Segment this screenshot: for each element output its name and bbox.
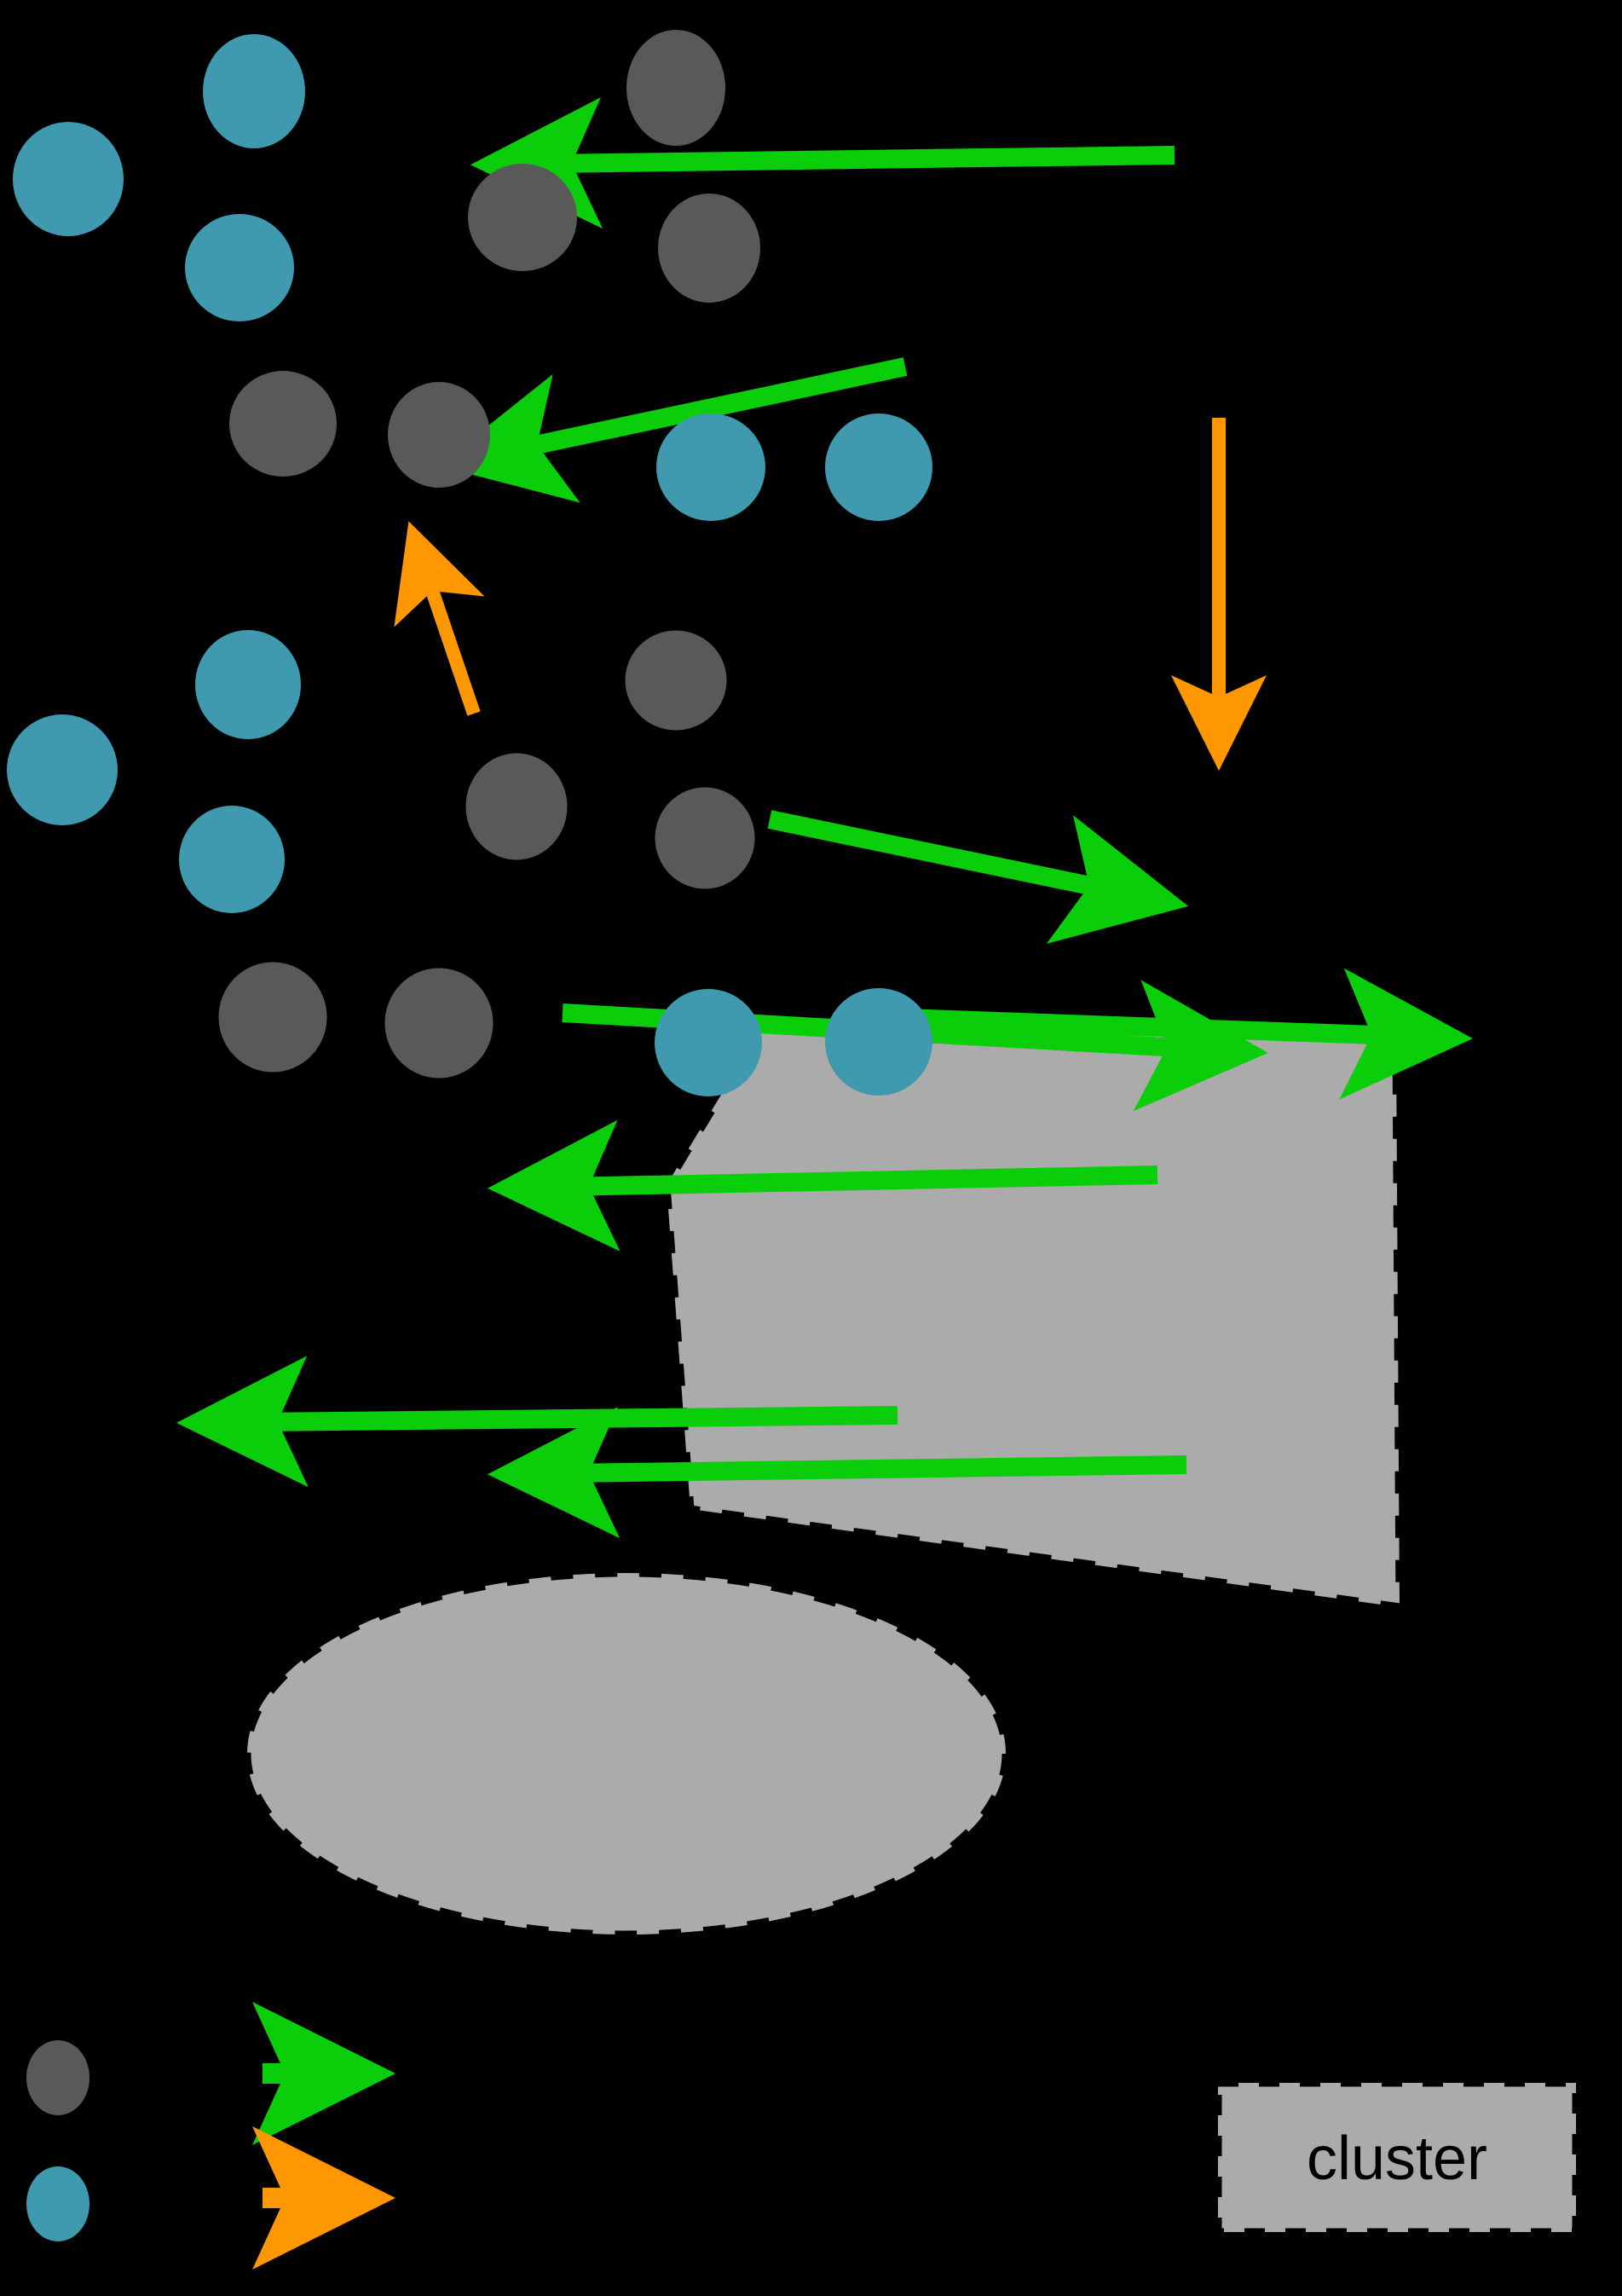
node-teal-t4[interactable] [656, 414, 765, 521]
edge-green-gc3-t8[interactable] [488, 1407, 1187, 1539]
legend-gray-circle-swatch[interactable] [26, 2040, 89, 2115]
node-gray-gc3[interactable] [649, 781, 761, 895]
node-gray-g4[interactable] [229, 371, 337, 477]
legend-cluster-box[interactable] [1214, 2079, 1580, 2236]
edges-polygon-cluster [176, 1119, 1187, 1539]
edges-top-region [394, 97, 1267, 944]
node-gray-g1[interactable] [626, 30, 725, 146]
node-teal-t5[interactable] [825, 414, 932, 521]
node-gray-g5[interactable] [388, 382, 490, 488]
legend: cluster [26, 2002, 1580, 2270]
node-teal-t1[interactable] [13, 122, 124, 236]
node-teal-t10[interactable] [825, 988, 932, 1096]
node-gray-ge1[interactable] [212, 956, 333, 1079]
nodes-top-region [13, 30, 932, 521]
edge-green-gc2-t7[interactable] [176, 1356, 898, 1488]
node-gray-gc1[interactable] [619, 624, 733, 737]
node-teal-t3[interactable] [185, 214, 294, 321]
edge-green-gc1-t6[interactable] [488, 1119, 1158, 1252]
cluster-ellipse-lower[interactable] [243, 1569, 1010, 1939]
edge-green-g2-t3[interactable] [437, 357, 908, 503]
edge-green-g5-t4[interactable] [767, 810, 1189, 944]
nodes-bottom-chain [655, 988, 932, 1096]
nodes-ellipse-cluster [212, 956, 499, 1084]
node-teal-t6[interactable] [195, 630, 301, 739]
cluster-polygon-upper[interactable] [662, 1017, 1404, 1612]
edge-orange-g4-t3[interactable] [394, 521, 485, 716]
node-teal-t8[interactable] [179, 806, 285, 913]
edge-green-g1-t2[interactable] [470, 97, 1175, 229]
node-teal-t9[interactable] [655, 989, 762, 1096]
node-gray-ge2[interactable] [378, 962, 499, 1084]
node-gray-gc2[interactable] [459, 747, 574, 866]
legend-teal-circle-swatch[interactable] [26, 2166, 89, 2241]
node-gray-g3[interactable] [658, 194, 760, 303]
edge-green-ge2-t10[interactable] [856, 968, 1473, 1100]
node-gray-g2[interactable] [468, 164, 577, 271]
nodes-cluster-regions [7, 624, 761, 913]
node-teal-t7[interactable] [7, 714, 118, 825]
legend-label-cluster: cluster [1307, 2125, 1487, 2193]
node-teal-t2[interactable] [203, 34, 305, 148]
